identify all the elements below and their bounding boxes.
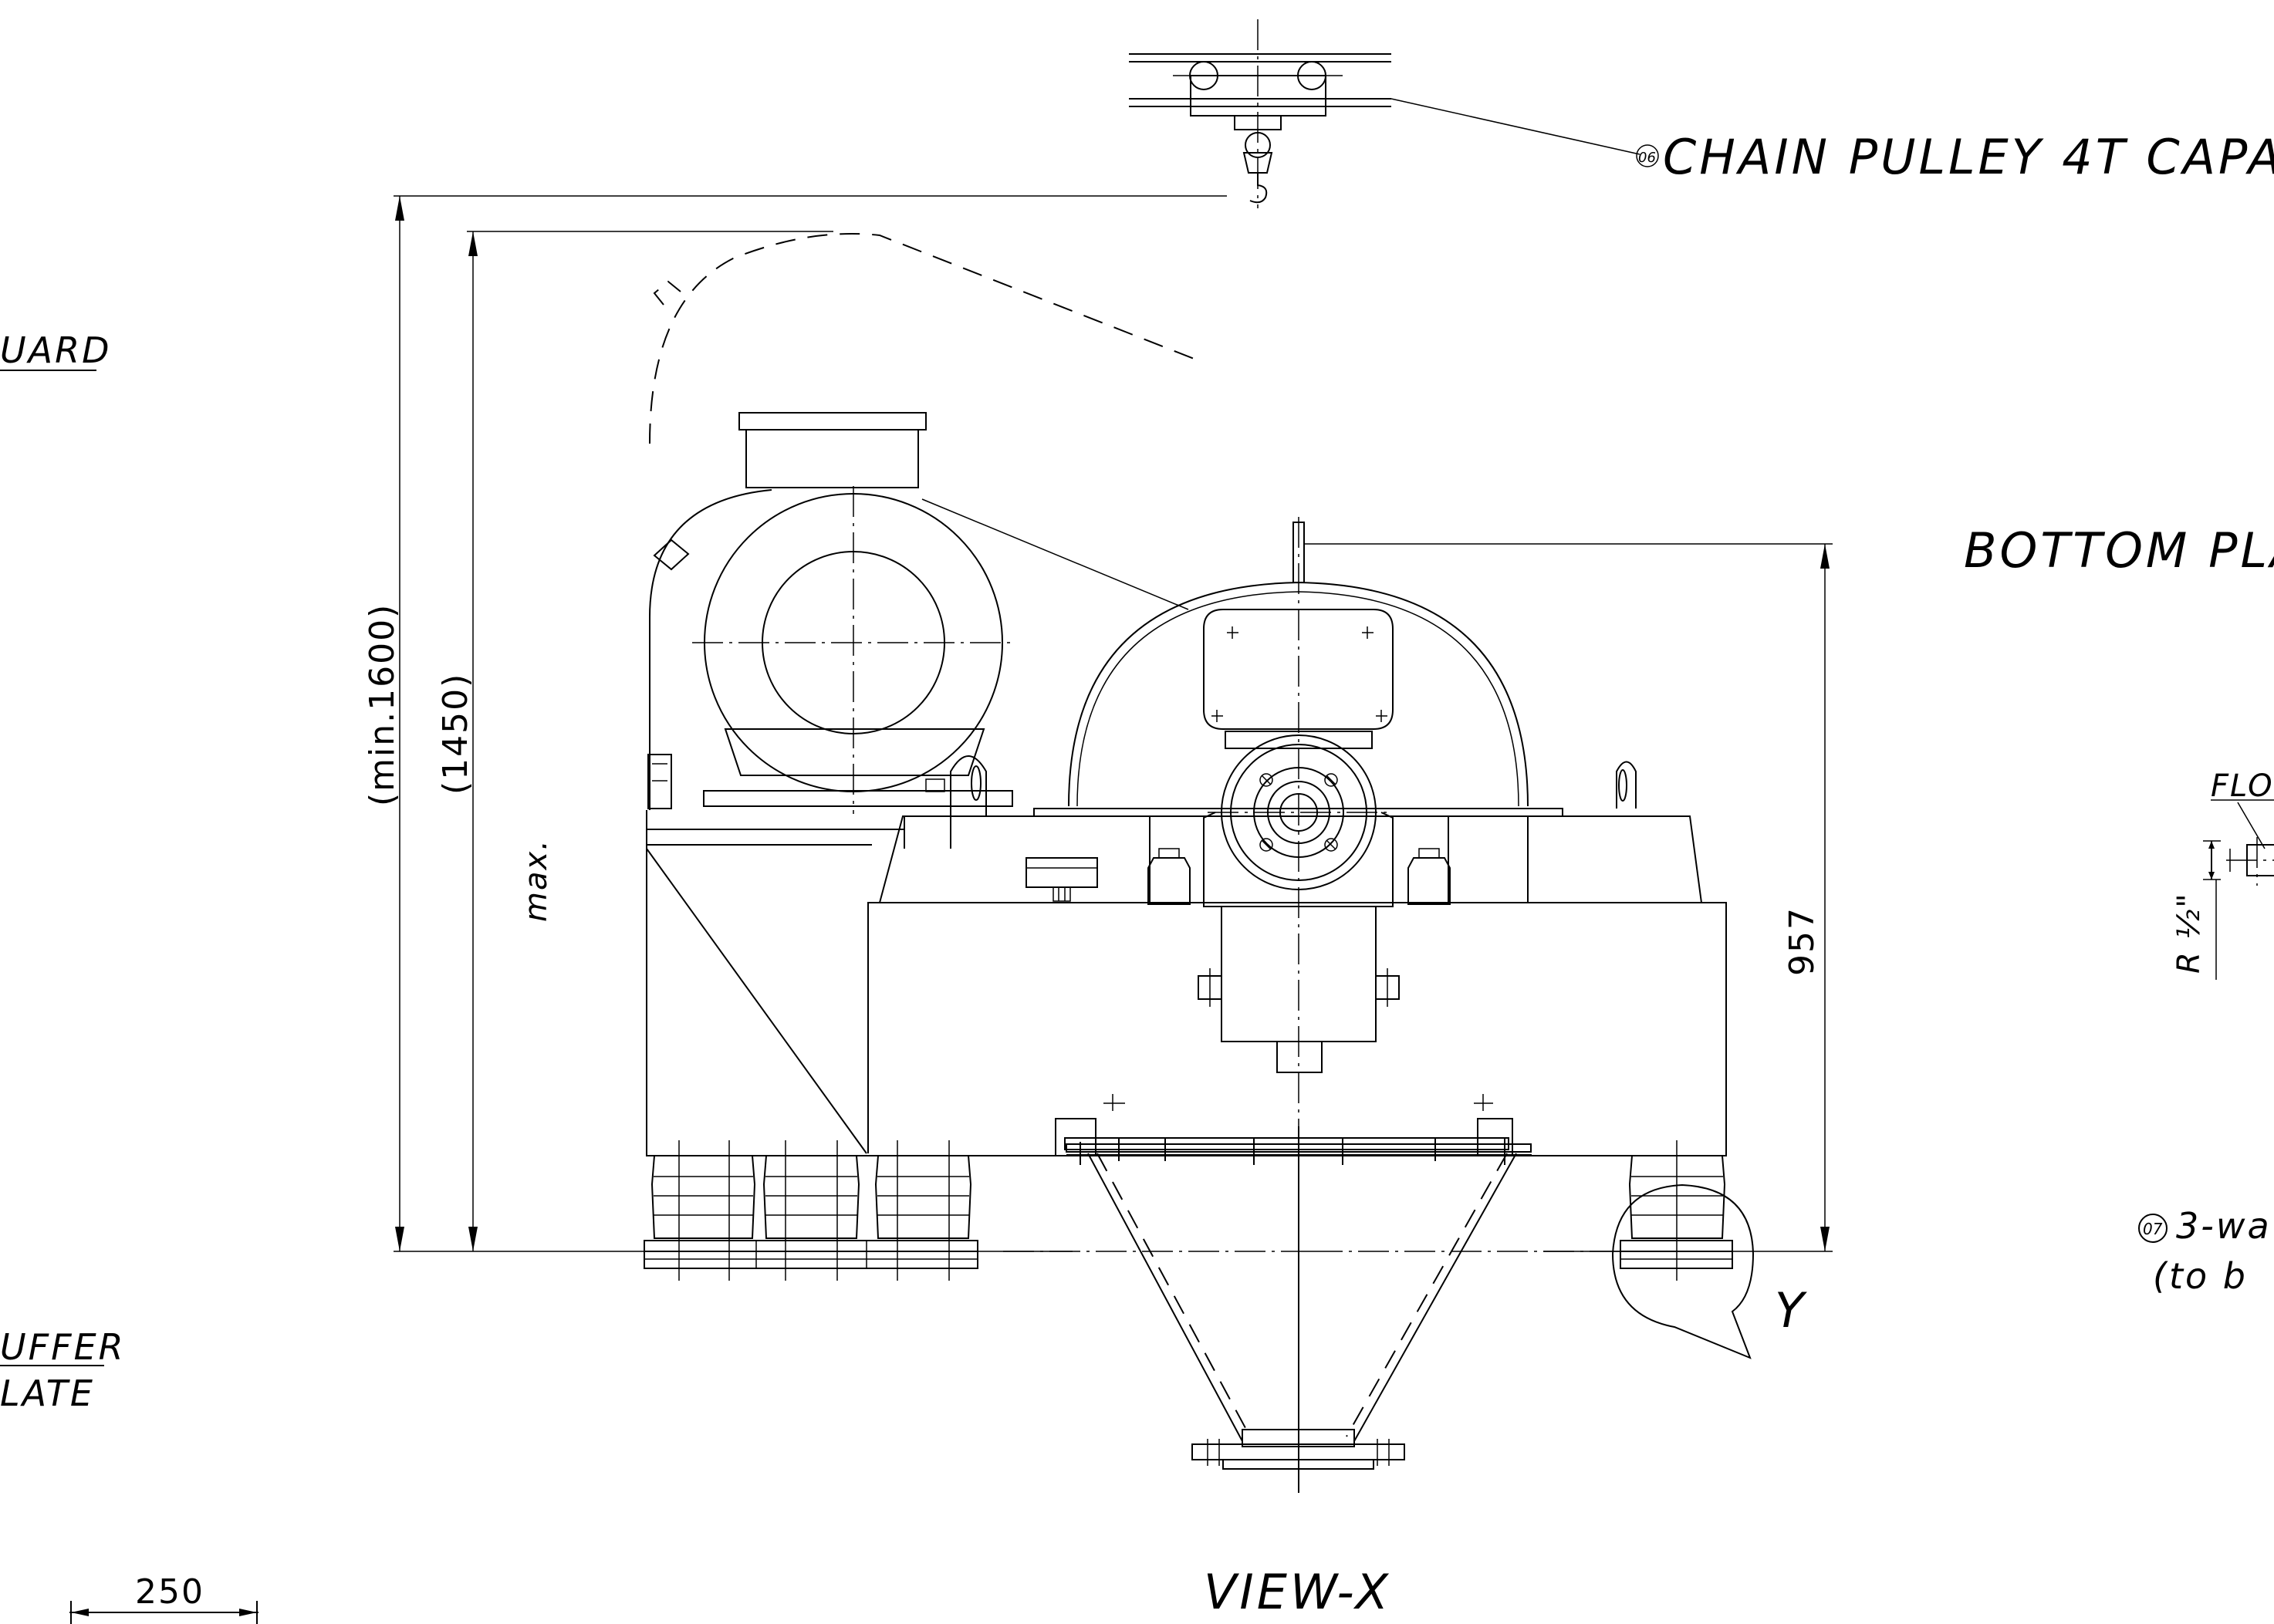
buffer-label-line2: LATE — [0, 1372, 95, 1414]
scale-bar-value: 250 — [135, 1572, 204, 1612]
item-06-number: 06 — [1638, 150, 1656, 166]
discharge-cone — [1055, 1094, 1532, 1493]
buffer-label-line1: UFFER — [0, 1326, 126, 1368]
three-way-label: 3-wa — [2176, 1205, 2272, 1247]
motor — [647, 412, 1189, 814]
buffer-feet — [644, 1140, 1755, 1359]
item-07-number: 07 — [2143, 1220, 2163, 1238]
max-note: max. — [519, 839, 554, 922]
pipe-size-label: R ½" — [2171, 892, 2207, 974]
chain-pulley — [1129, 19, 1640, 208]
base-frame — [646, 755, 1727, 1156]
guard-label: UARD — [0, 329, 112, 371]
min-height-dimension: (min.1600) — [363, 603, 402, 806]
item-06-circle — [1636, 144, 1659, 167]
detail-y-label: Y — [1775, 1282, 1807, 1339]
floor-label: FLOO — [2211, 768, 2274, 804]
chain-pulley-label: CHAIN PULLEY 4T CAPACITY — [1663, 129, 2274, 185]
item-07-circle — [2138, 1214, 2168, 1243]
bowl-height-dimension: 957 — [1782, 907, 1822, 976]
main-bearing — [1203, 731, 1394, 907]
scale-bar — [69, 1601, 258, 1624]
floor-detail-fragment — [2203, 799, 2274, 980]
bottom-plate-label: BOTTOM PLATE — [1964, 522, 2274, 579]
height-max-dimension: (1450) — [436, 673, 475, 795]
guard-open-outline — [649, 233, 1205, 444]
dimension-lines — [394, 195, 1833, 1252]
bowl-housing — [1033, 517, 1637, 1134]
to-b-label: (to b — [2153, 1255, 2248, 1297]
view-name-label: VIEW-X — [1204, 1564, 1391, 1620]
